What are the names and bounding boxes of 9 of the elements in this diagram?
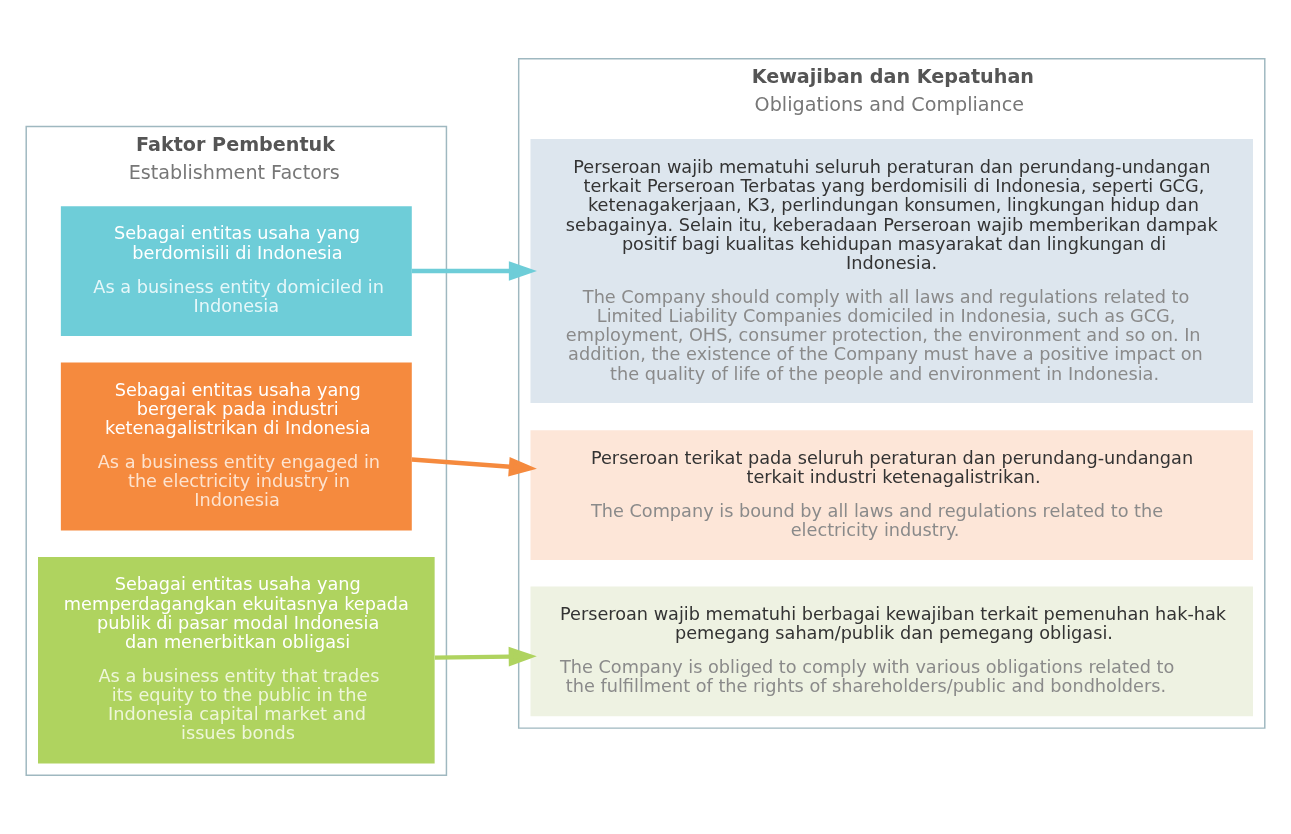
node-box: Sebagai entitas usaha yang berdomisili di Indonesia As a business entity domiciled in Indonesia	[60, 206, 412, 336]
node-box: Perseroan terikat pada seluruh peraturan dan perundang-undangan terkait industri ketenagalistrikan. The Company is bound by all laws and regulations related to the electricity industry.	[530, 430, 1253, 561]
node-box: Perseroan wajib mematuhi seluruh peraturan dan perundang-undangan terkait Perseroan Terbatas yang berdomisili di Indonesia, seperti GCG, ketenagakerjaan, K3, perlindungan konsumen, lingkungan hidup dan sebagainya. Selain itu, keberadaan Perseroan wajib memberikan dampak positif bagi kualitas kehidupan masyarakat dan lingkungan di Indonesia. The Company should comply with all laws and regulations related to Limited Liability Companies domiciled in Indonesia, such as GCG, employment, OHS, consumer protection, the environment and so on. In addition, the existence of the Company must have a positive impact on the quality of life of the people and environment in Indonesia.	[530, 139, 1253, 403]
node-box: Sebagai entitas usaha yang memperdagangkan ekuitasnya kepada publik di pasar modal Indonesia dan menerbitkan obligasi As a business entity that trades its equity to the public in the Indonesia capital market and issues bonds	[38, 557, 435, 764]
arrow	[411, 456, 537, 477]
node-box: Sebagai entitas usaha yang bergerak pada industri ketenagalistrikan di Indonesia As a business entity engaged in the electricity industry in Indonesia	[60, 362, 412, 531]
node-box: Perseroan wajib mematuhi berbagai kewajiban terkait pemenuhan hak-hak pemegang saham/publik dan pemegang obligasi. The Company is obliged to comply with various obligations related to the fulfillment of the rights of shareholders/public and bondholders.	[530, 586, 1253, 717]
arrow	[434, 646, 537, 667]
arrow	[411, 261, 537, 281]
